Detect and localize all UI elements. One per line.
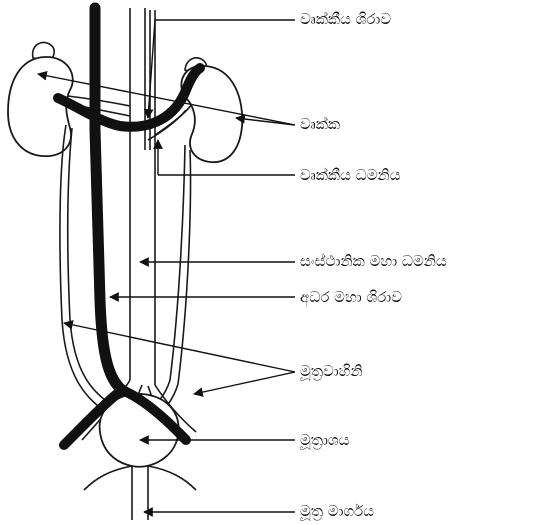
pointer-renal-vein-b [148,20,155,118]
label-renal-artery: වෘක්කීය ධමනිය [300,166,401,184]
label-ureters: මූත්‍රවාහිනි [300,362,363,380]
label-renal-vein: වෘක්කීය ශිරාව [300,10,391,28]
ureters [60,125,191,424]
pointer-ureter-right [194,372,295,394]
label-bladder: මූත්‍රාශය [300,431,349,449]
label-kidney: වෘක්ක [300,115,340,133]
label-urethra: මූත්‍ර මාර්ගය [300,502,374,520]
label-vena-cava: අධර මහා ශිරාව [300,288,402,306]
label-aorta: සංස්ථානික මහා ධමනිය [300,252,447,270]
